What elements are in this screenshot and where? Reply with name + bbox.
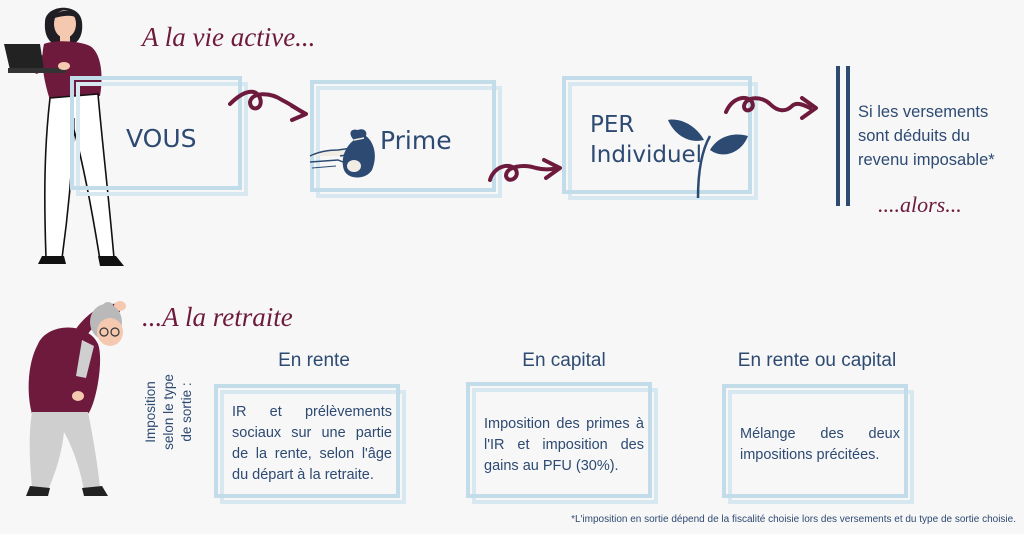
column-heading-rente-ou-capital: En rente ou capital	[737, 350, 897, 371]
rente-box-shadow	[220, 390, 406, 504]
side-label-line2: selon le type	[161, 374, 176, 450]
top-section-title: A la vie active...	[142, 22, 316, 52]
prime-box-shadow	[316, 86, 502, 198]
vous-box	[70, 76, 242, 190]
mixte-box-shadow	[728, 390, 914, 504]
alors-text: ....alors...	[878, 192, 962, 217]
per-label-line1: PER	[590, 112, 635, 138]
footnote: *L'imposition en sortie dépend de la fis…	[571, 514, 1016, 525]
prime-label: Prime	[380, 126, 452, 155]
condition-text: Si les versements sont déduits du revenu…	[858, 103, 995, 169]
leaf-sprout-icon	[668, 119, 748, 199]
column-heading-rente: En rente	[278, 350, 350, 371]
woman-laptop-illustration	[4, 7, 124, 266]
capital-text: Imposition des primes à l'IR et impositi…	[484, 416, 644, 474]
mixte-box	[722, 384, 908, 498]
capital-box	[466, 382, 652, 498]
prime-box	[310, 80, 496, 192]
divider-bar-left	[836, 66, 840, 206]
side-label: Imposition selon le type de sortie :	[142, 342, 196, 482]
rente-text: IR et prélèvements sociaux sur une parti…	[232, 404, 392, 483]
side-label-line1: Imposition	[143, 381, 158, 443]
per-box-shadow	[568, 82, 758, 200]
per-box	[562, 76, 752, 194]
mixte-text: Mélange des deux impositions précitées.	[740, 426, 900, 463]
capital-box-shadow	[472, 388, 658, 504]
bottom-section-title: ...A la retraite	[142, 302, 293, 332]
vous-box-shadow	[76, 82, 248, 196]
column-heading-capital: En capital	[522, 350, 606, 371]
curly-arrow-icon	[488, 158, 562, 182]
hand-money-bag-icon	[309, 129, 375, 178]
divider-bar-right	[846, 66, 850, 206]
rente-box	[214, 384, 400, 498]
curly-arrow-icon	[724, 95, 818, 120]
vous-label: VOUS	[126, 124, 197, 153]
side-label-line3: de sortie :	[179, 382, 194, 442]
curly-arrow-icon	[228, 89, 308, 122]
elderly-woman-illustration	[26, 301, 126, 496]
per-label-line2: Individuel	[590, 142, 703, 168]
